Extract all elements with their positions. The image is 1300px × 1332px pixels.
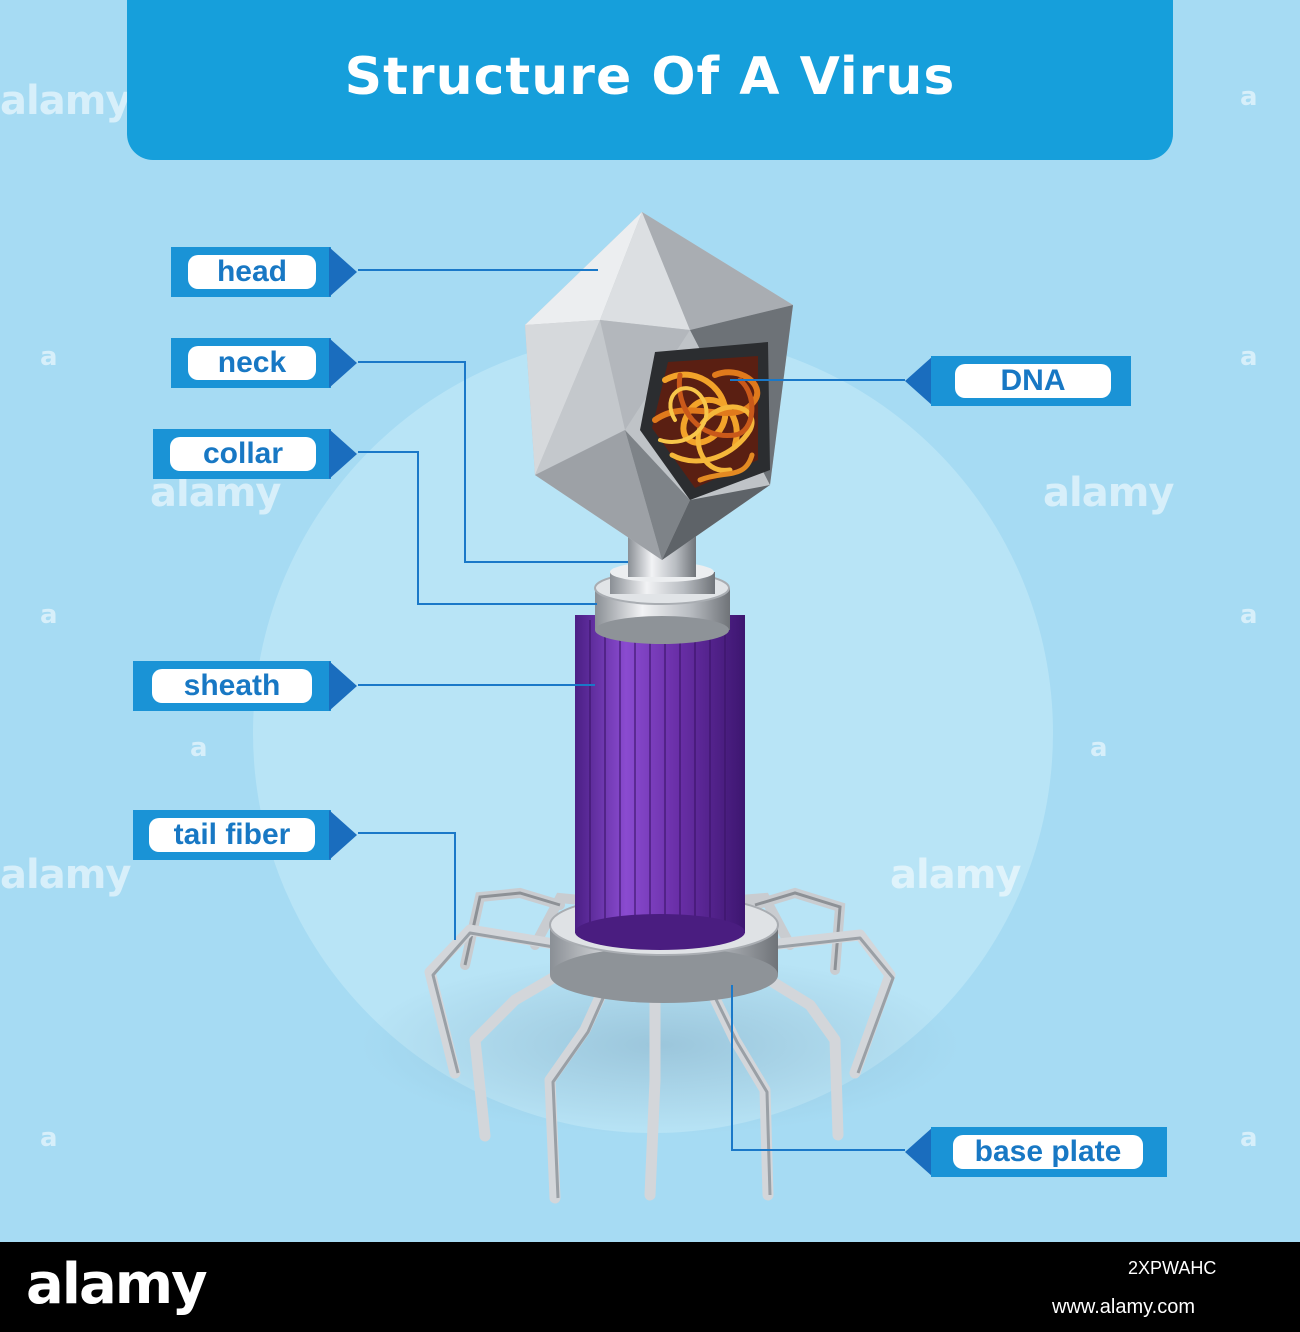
watermark: a	[1240, 600, 1258, 630]
label-head-text: head	[188, 255, 316, 289]
title-banner: Structure Of A Virus	[127, 0, 1173, 160]
label-head: head	[171, 247, 357, 297]
label-tail-fiber-text: tail fiber	[149, 818, 315, 852]
leader-lines	[358, 269, 905, 1151]
sheath	[575, 615, 745, 950]
label-collar: collar	[153, 429, 357, 479]
watermark: alamy	[890, 852, 1021, 898]
watermark: alamy	[0, 78, 131, 124]
label-tail-fiber: tail fiber	[133, 810, 357, 860]
watermark: alamy	[1043, 470, 1174, 516]
watermark: a	[1240, 1123, 1258, 1153]
footer-logo: alamy	[26, 1252, 208, 1317]
label-sheath-text: sheath	[152, 669, 312, 703]
watermark: a	[1090, 733, 1108, 763]
watermark: a	[40, 600, 58, 630]
dna-strands	[652, 369, 761, 483]
footer-bar	[0, 1242, 1300, 1332]
image-id: 2XPWAHC	[1128, 1258, 1217, 1278]
watermark: a	[1240, 82, 1258, 112]
label-neck-text: neck	[188, 346, 316, 380]
label-sheath: sheath	[133, 661, 357, 711]
label-base-plate: base plate	[905, 1127, 1167, 1177]
label-dna: DNA	[905, 356, 1131, 406]
bacteriophage-illustration	[358, 212, 960, 1204]
footer-url: www.alamy.com	[1052, 1296, 1195, 1318]
page-title: Structure Of A Virus	[344, 47, 956, 107]
tail-fibers-front-shade	[431, 931, 895, 1199]
label-neck: neck	[171, 338, 357, 388]
label-dna-text: DNA	[955, 364, 1111, 398]
label-base-plate-text: base plate	[953, 1135, 1143, 1169]
watermark: a	[190, 733, 208, 763]
watermark: alamy	[0, 852, 131, 898]
label-collar-text: collar	[170, 437, 316, 471]
diagram-canvas: alamy alamy alamy alamy alamy alamy a a …	[0, 0, 1258, 1204]
watermark: a	[1240, 342, 1258, 372]
watermark: a	[40, 342, 58, 372]
watermark: a	[40, 1123, 58, 1153]
